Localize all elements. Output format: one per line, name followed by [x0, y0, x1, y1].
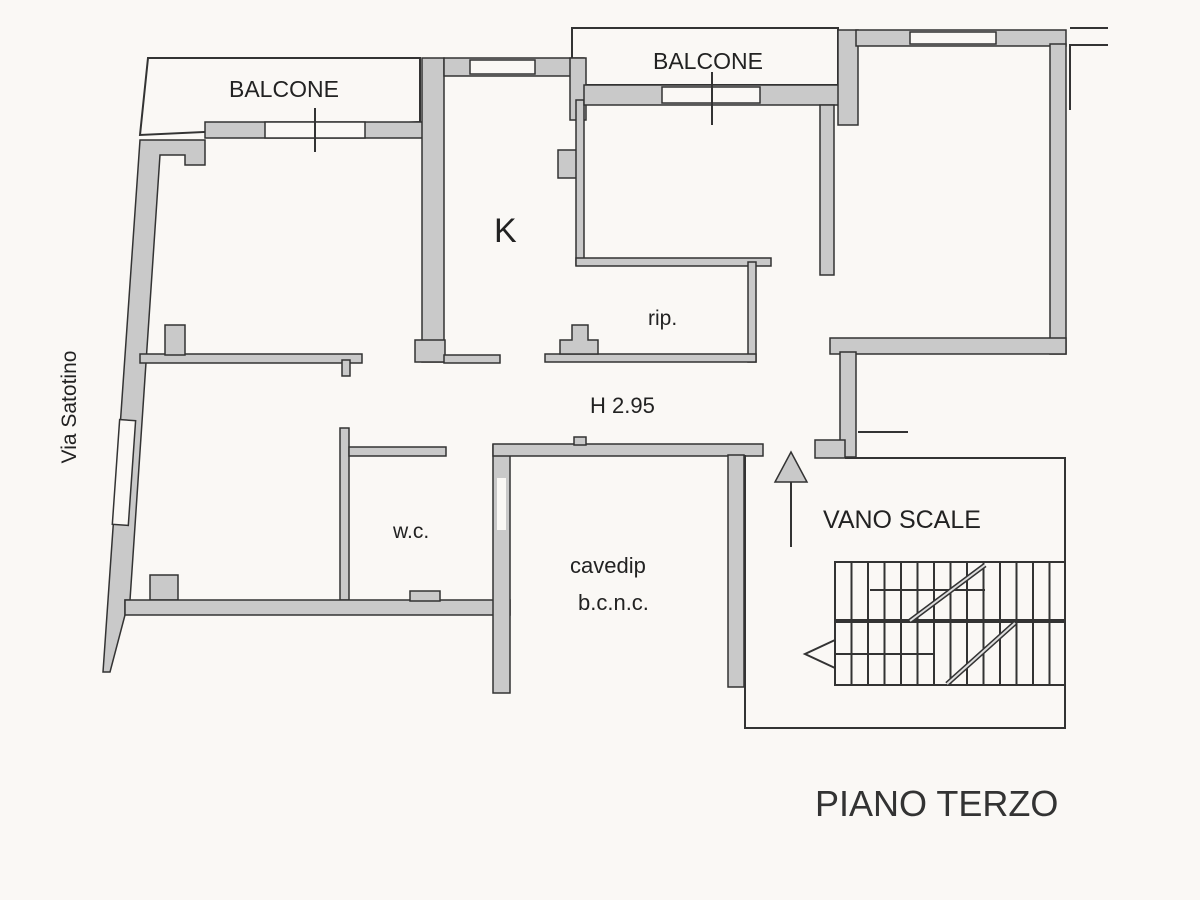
- wall-left-interior: [139, 353, 363, 364]
- label-street: Via Satotino: [58, 350, 81, 464]
- label-stairwell: VANO SCALE: [823, 506, 981, 534]
- label-wc: w.c.: [393, 520, 430, 543]
- stairwell-outline: [744, 455, 1066, 729]
- wall-cavedio-right: [727, 454, 745, 688]
- wall-storage: [575, 257, 772, 267]
- wall-wc: [339, 427, 350, 601]
- window-left: [111, 418, 137, 527]
- wall-bottom-right: [829, 337, 1067, 355]
- label-ceiling-height: H 2.95: [590, 393, 655, 418]
- wall-cavedio-top: [492, 443, 764, 457]
- label-storage: rip.: [648, 307, 678, 330]
- label-balcony-left: BALCONE: [229, 76, 339, 102]
- arrow-up-icon: [773, 450, 809, 483]
- plan-title: PIANO TERZO: [815, 783, 1059, 824]
- label-balcony-middle: BALCONE: [653, 48, 763, 74]
- label-cavedio-note: b.c.n.c.: [578, 590, 649, 615]
- label-cavedio: cavedip: [570, 553, 646, 578]
- wall-kitchen-left: [421, 57, 445, 363]
- wall-bottom-left: [124, 599, 511, 616]
- label-kitchen: K: [494, 212, 517, 250]
